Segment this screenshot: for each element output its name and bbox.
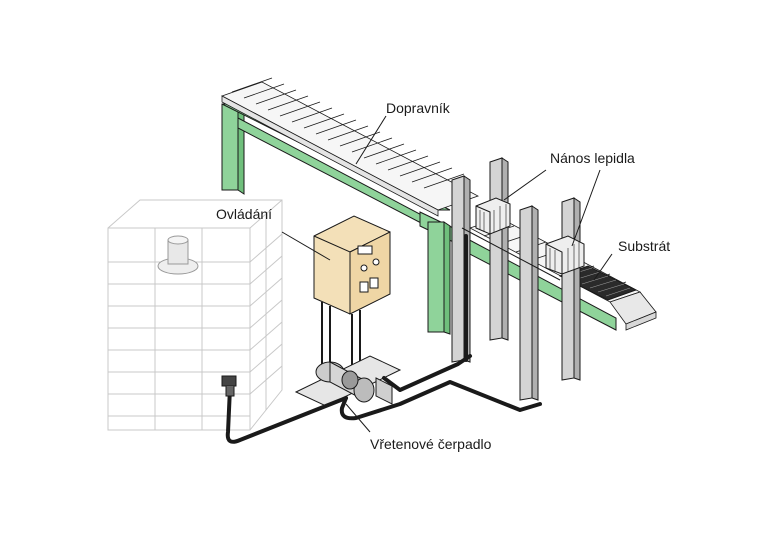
tank-cage-lines <box>108 214 283 430</box>
glue-head-2 <box>545 235 585 275</box>
label-substrate: Substrát <box>618 238 671 254</box>
ibc-tank <box>107 199 283 431</box>
tank-outlet-valve <box>221 375 237 397</box>
label-controls: Ovládání <box>216 206 273 222</box>
hoses <box>225 234 542 444</box>
progressive-cavity-pump <box>294 355 402 407</box>
label-pump: Vřetenové čerpadlo <box>370 436 492 452</box>
glue-head-1 <box>475 197 511 235</box>
leader-lines <box>281 115 613 433</box>
label-conveyor: Dopravník <box>386 100 450 116</box>
label-glue-application: Nános lepidla <box>550 150 635 166</box>
